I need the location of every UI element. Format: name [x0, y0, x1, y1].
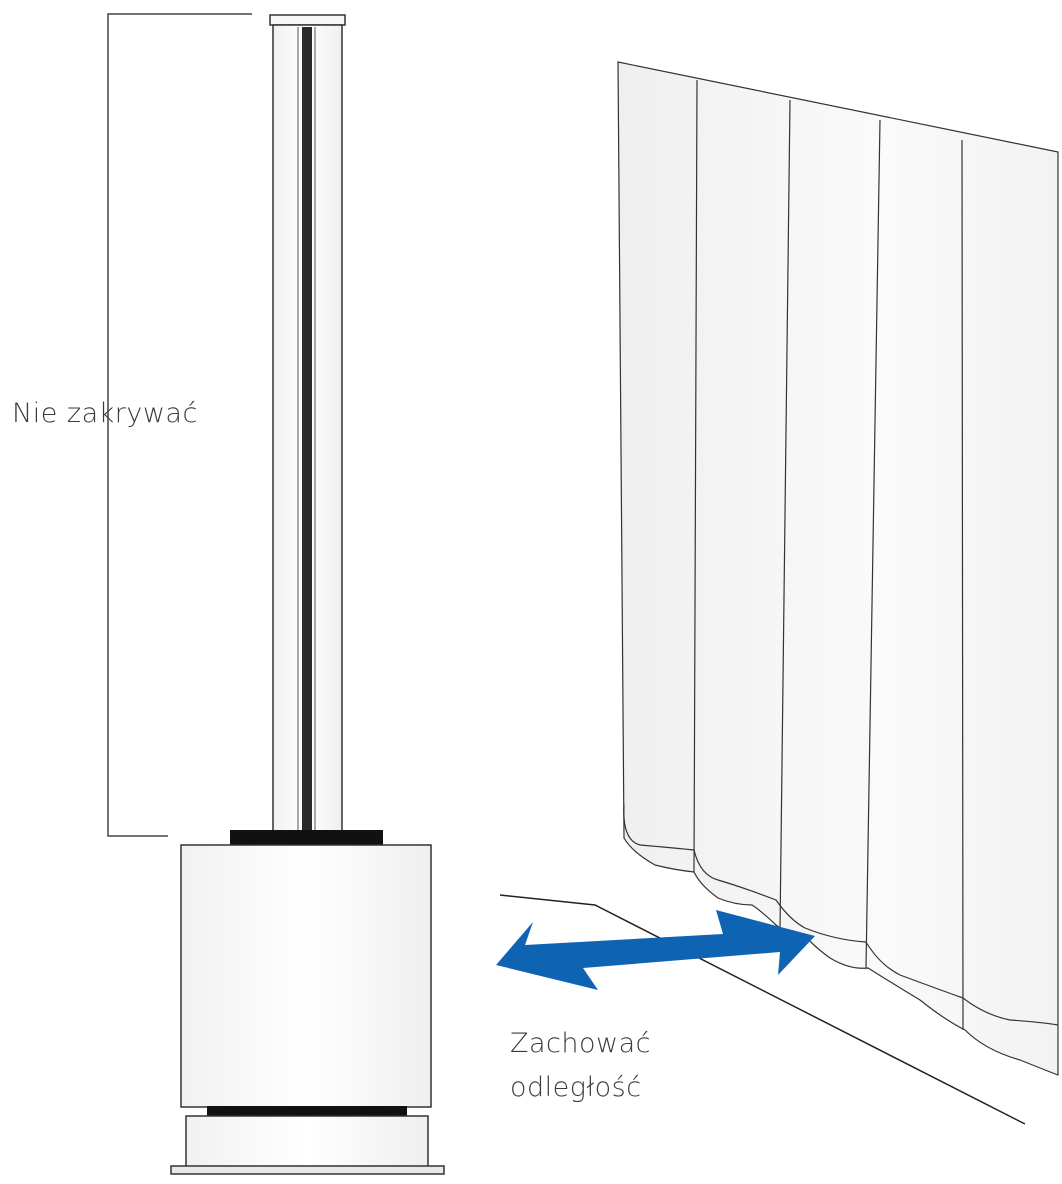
distance-arrow: [496, 910, 815, 990]
curtain-fold: [865, 119, 881, 969]
fan-body: [180, 844, 432, 1108]
do-not-cover-label: Nie zakrywać: [12, 398, 198, 429]
fan-band: [207, 1106, 407, 1116]
keep-distance-label: Zachować odległość: [510, 1022, 651, 1110]
tower-fan: [170, 14, 445, 1175]
keep-distance-line2: odległość: [510, 1072, 642, 1103]
curtain: [617, 61, 1059, 1076]
curtain-fold: [779, 99, 791, 931]
fan-base: [185, 1115, 429, 1169]
keep-distance-line1: Zachować: [510, 1028, 651, 1059]
curtain-fold: [961, 139, 964, 1031]
curtain-hem: [623, 804, 1059, 1026]
floor-lines: [499, 894, 1026, 1125]
fan-top-cap: [269, 14, 346, 26]
fan-collar: [230, 830, 383, 845]
do-not-cover-bracket: [107, 13, 252, 837]
fan-foot: [170, 1165, 445, 1175]
floor-line: [499, 894, 1026, 1125]
curtain-fabric: [617, 61, 1059, 1076]
fan-air-slot: [302, 27, 312, 831]
curtain-fold: [693, 79, 698, 873]
